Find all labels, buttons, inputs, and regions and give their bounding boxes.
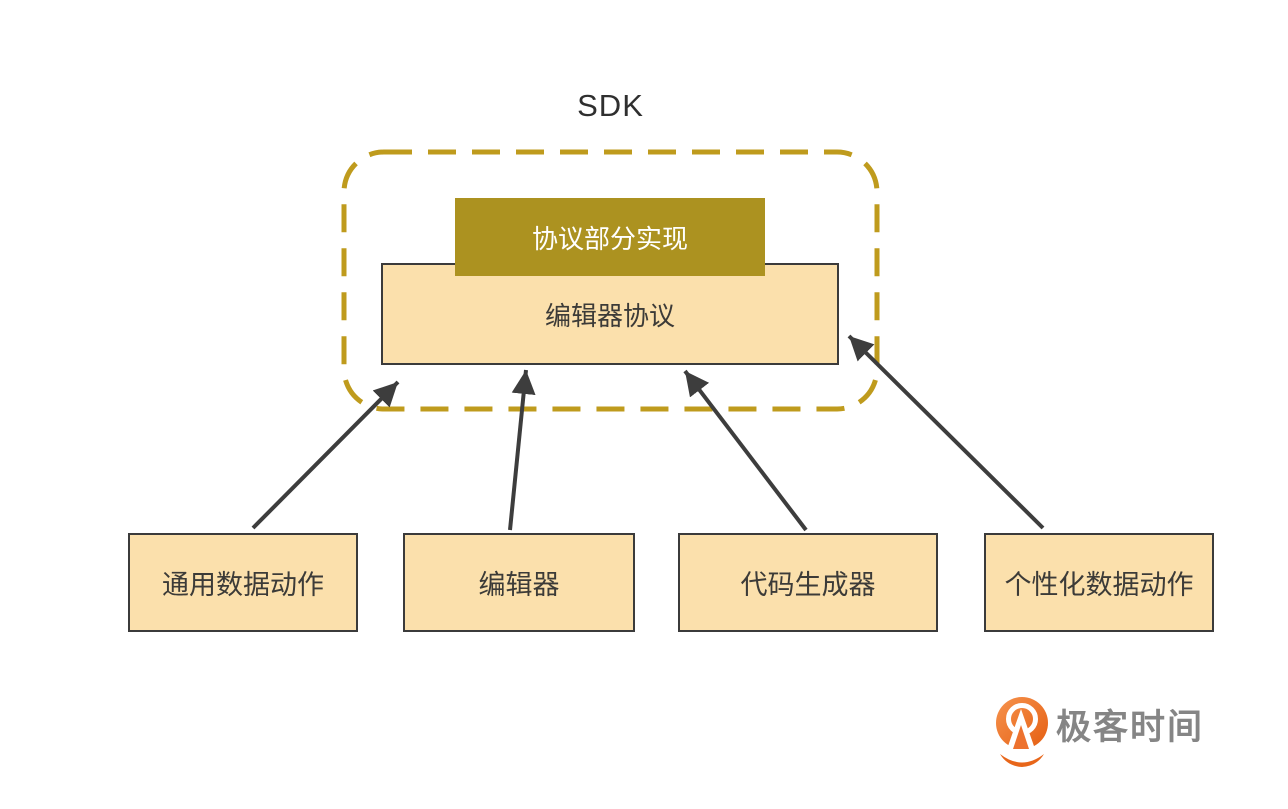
- node-label: 通用数据动作: [162, 570, 324, 600]
- geektime-brand: 极客时间: [1056, 706, 1204, 750]
- node-editor: 编辑器: [403, 533, 635, 632]
- node-editor-protocol: 编辑器协议: [381, 263, 839, 365]
- node-label: 编辑器: [478, 570, 560, 600]
- node-code-generator: 代码生成器: [678, 533, 938, 632]
- sdk-boundary-dashed-box: [341, 149, 880, 412]
- arrow-code-generator-to-protocol: [683, 369, 808, 532]
- geektime-logo-icon: [996, 697, 1048, 767]
- arrows-group: [251, 334, 1045, 532]
- logo-pin-tail: [1000, 754, 1044, 767]
- arrow-editor-to-protocol: [508, 369, 536, 531]
- node-label: 个性化数据动作: [1004, 570, 1194, 600]
- node-label: 编辑器协议: [544, 300, 675, 331]
- logo-cursor-inner: [1013, 725, 1029, 749]
- arrow-custom-data-actions-to-protocol: [847, 334, 1045, 530]
- node-generic-data-actions: 通用数据动作: [128, 533, 358, 632]
- node-label: 代码生成器: [740, 570, 876, 600]
- arrow-generic-data-actions-to-sdk: [251, 380, 400, 530]
- node-label: 协议部分实现: [531, 223, 688, 254]
- node-custom-data-actions: 个性化数据动作: [984, 533, 1214, 632]
- geektime-wordmark: 极客时间: [1056, 708, 1205, 747]
- sdk-title-label: SDK: [577, 88, 644, 123]
- node-protocol-partial-implementation: 协议部分实现: [455, 198, 765, 276]
